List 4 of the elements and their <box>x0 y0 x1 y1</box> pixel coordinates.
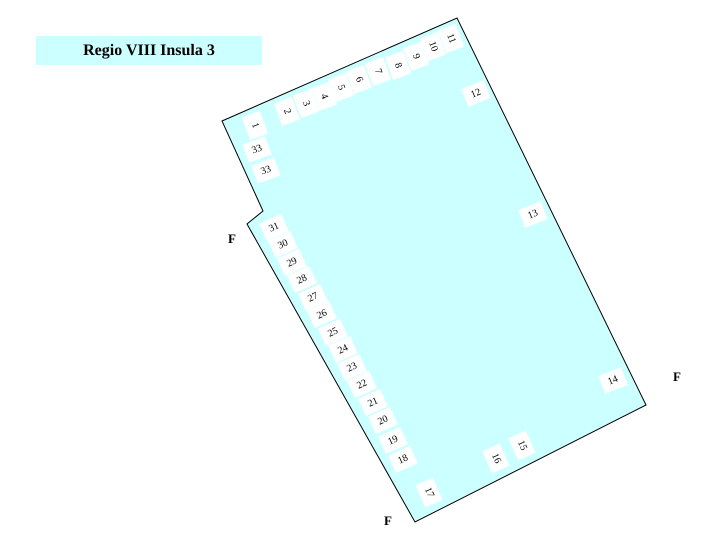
map-title: Regio VIII Insula 3 <box>36 36 262 65</box>
direction-label: F <box>228 231 236 247</box>
direction-label: F <box>384 513 392 529</box>
direction-label: F <box>673 369 681 385</box>
